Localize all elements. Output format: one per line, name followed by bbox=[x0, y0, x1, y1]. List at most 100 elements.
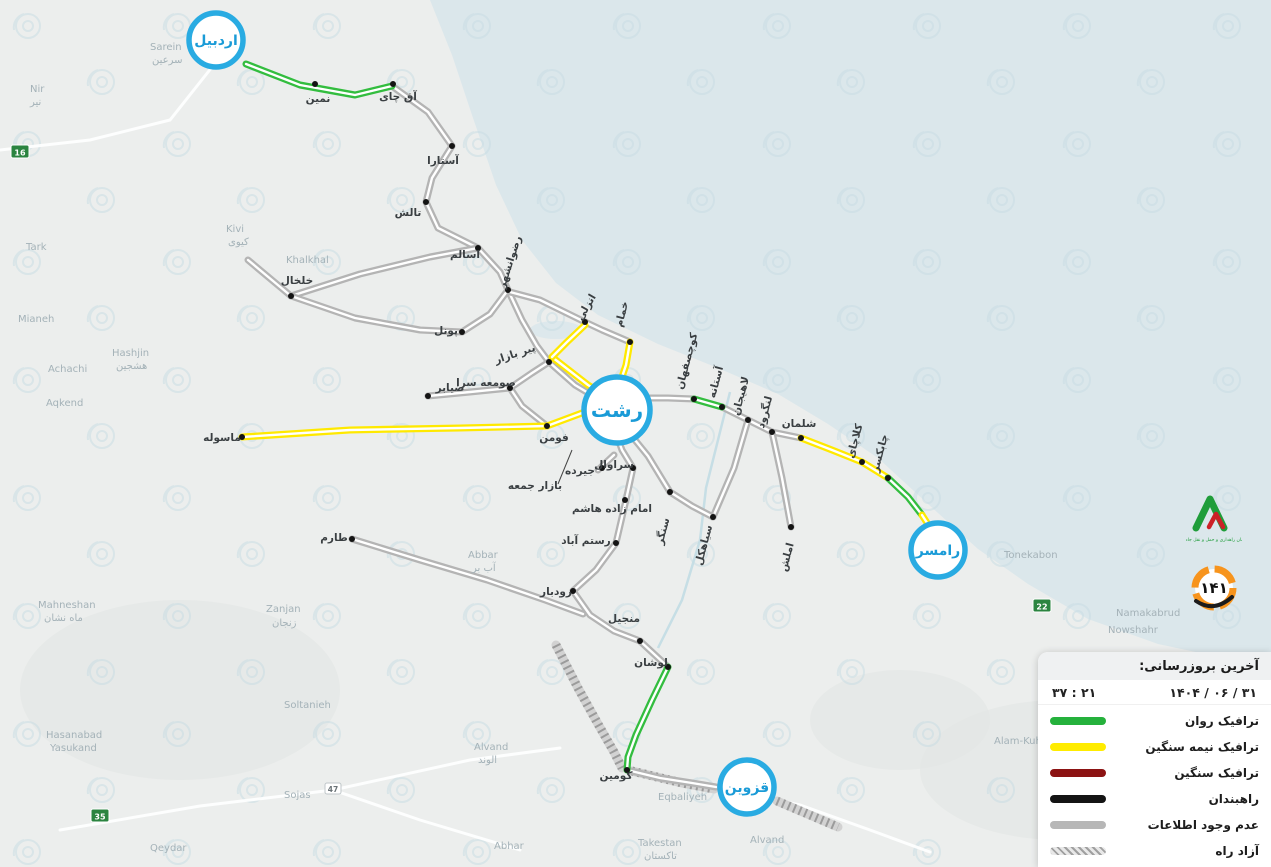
city-label: تالش bbox=[395, 207, 422, 219]
city-dot bbox=[423, 199, 429, 205]
legend-item-freeway: آزاد راه bbox=[1050, 838, 1259, 864]
city-label: آق چای bbox=[379, 90, 417, 103]
road-gray bbox=[388, 82, 456, 150]
road-organization-logo: سازمان راهداری و حمل و نقل جاده ای bbox=[1177, 486, 1251, 550]
city-dot bbox=[546, 359, 552, 365]
city-label: رودبار bbox=[539, 586, 572, 598]
city-dot bbox=[239, 434, 245, 440]
city-label: کومین bbox=[600, 770, 634, 782]
map-place-label: Alvand bbox=[750, 835, 784, 846]
road-gray bbox=[581, 318, 634, 346]
map-place-label: Takestan bbox=[637, 838, 682, 849]
city-dot bbox=[425, 393, 431, 399]
road-shield-16: 16 bbox=[10, 144, 30, 159]
map-place-label: Mianeh bbox=[18, 314, 54, 325]
road-shield-22: 22 bbox=[1032, 598, 1052, 613]
legend-item-label: آزاد راه bbox=[1215, 844, 1259, 858]
map-place-label: Hashjin bbox=[112, 348, 149, 359]
label-leader-line bbox=[557, 449, 573, 485]
legend-item-label: عدم وجود اطلاعات bbox=[1147, 818, 1259, 832]
city-label: بازار جمعه bbox=[508, 480, 562, 492]
emergency-141-emblem: ۱۴۱ bbox=[1191, 565, 1237, 611]
road-azad bbox=[772, 796, 843, 832]
road-gray bbox=[244, 256, 295, 300]
minor-road bbox=[0, 60, 218, 152]
map-place-label: Zanjan bbox=[266, 604, 301, 615]
city-dot bbox=[507, 385, 513, 391]
legend-item-label: ترافیک نیمه سنگین bbox=[1145, 740, 1259, 754]
road-gray bbox=[348, 535, 587, 618]
map-place-label: نیر bbox=[29, 97, 41, 108]
road-organization-emblem: سازمان راهداری و حمل و نقل جاده ای bbox=[1177, 495, 1251, 543]
road-gray bbox=[709, 416, 752, 521]
city-dot bbox=[390, 81, 396, 87]
svg-text:47: 47 bbox=[328, 785, 338, 794]
city-label: شلمان bbox=[782, 418, 817, 430]
city-dot bbox=[710, 514, 716, 520]
map-place-label: Sojas bbox=[284, 790, 311, 801]
update-date: ۱۴۰۴ / ۰۶ / ۳۱ bbox=[1169, 685, 1257, 700]
city-label: امام زاده هاشم bbox=[572, 503, 652, 515]
city-label: فومن bbox=[539, 432, 569, 444]
city-dot bbox=[691, 396, 697, 402]
city-label: اسالم bbox=[450, 249, 480, 261]
map-place-label: Soltanieh bbox=[284, 700, 331, 711]
city-label: صومعه سرا bbox=[456, 377, 516, 389]
city-badge[interactable]: رامسر bbox=[908, 520, 968, 580]
city-label: آستارا bbox=[427, 154, 459, 167]
city-badge[interactable]: اردبیل bbox=[186, 10, 246, 70]
city-dot bbox=[667, 489, 673, 495]
city-dot bbox=[627, 339, 633, 345]
city-badge-label: رشت bbox=[591, 398, 643, 422]
road-yellow bbox=[543, 409, 586, 430]
road-green bbox=[242, 60, 396, 99]
city-label: لوشان bbox=[634, 657, 668, 669]
legend-swatch-heavy bbox=[1050, 769, 1106, 777]
city-dot bbox=[582, 319, 588, 325]
city-dot bbox=[745, 417, 751, 423]
map-place-label: Eqbaliyeh bbox=[658, 792, 707, 803]
city-badge-label: رامسر bbox=[915, 543, 960, 559]
road-shield-47: 47 bbox=[324, 782, 342, 795]
city-label: جیرده bbox=[565, 465, 595, 477]
map-place-label: Alam-Kuh bbox=[994, 736, 1042, 747]
map-place-label: Nir bbox=[30, 84, 45, 95]
city-dot bbox=[475, 245, 481, 251]
city-badge-label: قزوین bbox=[725, 780, 769, 796]
road-yellow bbox=[797, 434, 892, 482]
map-place-label: زنجان bbox=[272, 618, 297, 629]
legend-swatch-freeway bbox=[1050, 847, 1106, 855]
city-dot bbox=[544, 423, 550, 429]
map-place-label: Tonekabon bbox=[1003, 550, 1058, 561]
map-place-label: Kivi bbox=[226, 224, 244, 235]
city-dot bbox=[798, 435, 804, 441]
city-label: نمین bbox=[306, 93, 331, 105]
road-gray bbox=[506, 358, 553, 392]
org-red-arrow bbox=[1206, 511, 1226, 530]
map-place-label: Nowshahr bbox=[1108, 625, 1159, 636]
city-dot bbox=[288, 293, 294, 299]
city-label: طارم bbox=[320, 532, 348, 544]
road-gray bbox=[768, 428, 795, 531]
city-dot bbox=[885, 475, 891, 481]
map-place-label: Qeydar bbox=[150, 843, 187, 854]
map-place-label: کیوی bbox=[228, 237, 249, 248]
city-dot bbox=[630, 465, 636, 471]
legend-item-label: ترافیک روان bbox=[1184, 714, 1259, 728]
svg-text:22: 22 bbox=[1036, 603, 1047, 612]
city-dot bbox=[622, 497, 628, 503]
city-label: پونل bbox=[434, 325, 458, 337]
city-label: منجیل bbox=[608, 613, 640, 625]
legend-panel: آخرین بروزرسانی: ۳۷ : ۲۱ ۱۴۰۴ / ۰۶ / ۳۱ … bbox=[1038, 652, 1271, 867]
update-time: ۳۷ : ۲۱ bbox=[1052, 685, 1097, 700]
road-gray bbox=[569, 587, 644, 645]
road-gray bbox=[506, 384, 551, 430]
road-gray bbox=[636, 637, 672, 671]
city-label: ضیابر bbox=[435, 382, 465, 394]
legend-update-row: ۳۷ : ۲۱ ۱۴۰۴ / ۰۶ / ۳۱ bbox=[1038, 680, 1271, 705]
city-badge[interactable]: رشت bbox=[581, 374, 653, 446]
map-place-label: سرعین bbox=[152, 55, 183, 66]
city-badge[interactable]: قزوین bbox=[717, 757, 777, 817]
city-dot bbox=[449, 143, 455, 149]
city-dot bbox=[459, 329, 465, 335]
